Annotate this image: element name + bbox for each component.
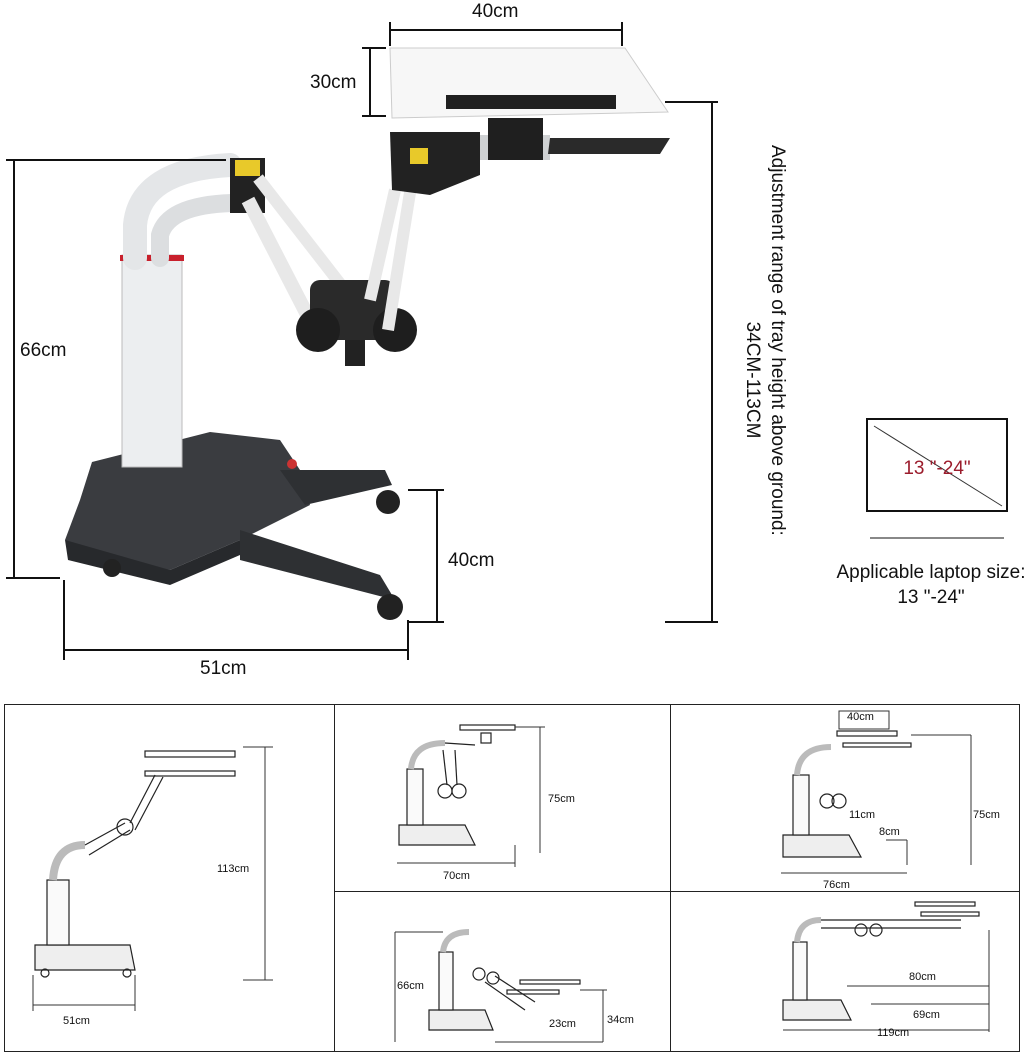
panel-standard: 75cm 70cm xyxy=(334,704,671,892)
p5-inner: 69cm xyxy=(913,1009,940,1021)
stand-arms xyxy=(230,118,550,366)
diagram-extended xyxy=(782,901,990,1032)
p3-height: 75cm xyxy=(973,809,1000,821)
panel-max-height: 113cm 51cm xyxy=(4,704,335,1052)
p1-base: 51cm xyxy=(63,1015,90,1027)
tray-depth-label: 30cm xyxy=(310,72,357,93)
p4-low: 34cm xyxy=(607,1014,634,1026)
base-width-label: 51cm xyxy=(200,658,247,679)
p3-top: 40cm xyxy=(847,711,874,723)
stand-base xyxy=(65,432,403,620)
tray-width-label: 40cm xyxy=(472,1,519,22)
leg-height-label: 40cm xyxy=(448,550,495,571)
stand-tray xyxy=(389,47,670,154)
height-range-label: Adjustment range of tray height above gr… xyxy=(738,145,794,615)
pole-height-label: 66cm xyxy=(20,340,67,361)
diagram-standard xyxy=(397,724,545,867)
p4-reach: 23cm xyxy=(549,1018,576,1030)
p4-height: 66cm xyxy=(397,980,424,992)
p5-reach: 80cm xyxy=(909,971,936,983)
height-range-line1: Adjustment range of tray height above gr… xyxy=(767,145,788,536)
panel-extended: 80cm 69cm 119cm xyxy=(670,891,1020,1052)
p3-width: 76cm xyxy=(823,879,850,891)
laptop-size-icon: 13 "-24" xyxy=(866,418,1008,512)
dimension-lines xyxy=(6,22,1004,660)
p2-height: 75cm xyxy=(548,793,575,805)
diagram-folded xyxy=(781,710,972,874)
laptop-size-label: 13 "-24" xyxy=(903,458,971,479)
product-illustration xyxy=(6,22,1004,660)
p3-step: 8cm xyxy=(879,826,900,838)
stand-pole xyxy=(120,153,242,468)
panel-lowest: 66cm 34cm 23cm xyxy=(334,891,671,1052)
applicable-laptop-caption: Applicable laptop size: 13 "-24" xyxy=(836,562,1024,608)
height-range-line2: 34CM-113CM xyxy=(742,321,763,439)
p1-height: 113cm xyxy=(217,863,250,875)
diagram-lowest xyxy=(394,929,607,1043)
p5-width: 119cm xyxy=(877,1027,910,1039)
panel-folded: 40cm 75cm 11cm 8cm 76cm xyxy=(670,704,1020,892)
diagram-max-height xyxy=(32,746,273,1011)
p2-width: 70cm xyxy=(443,870,470,882)
p3-gap: 11cm xyxy=(849,809,876,821)
